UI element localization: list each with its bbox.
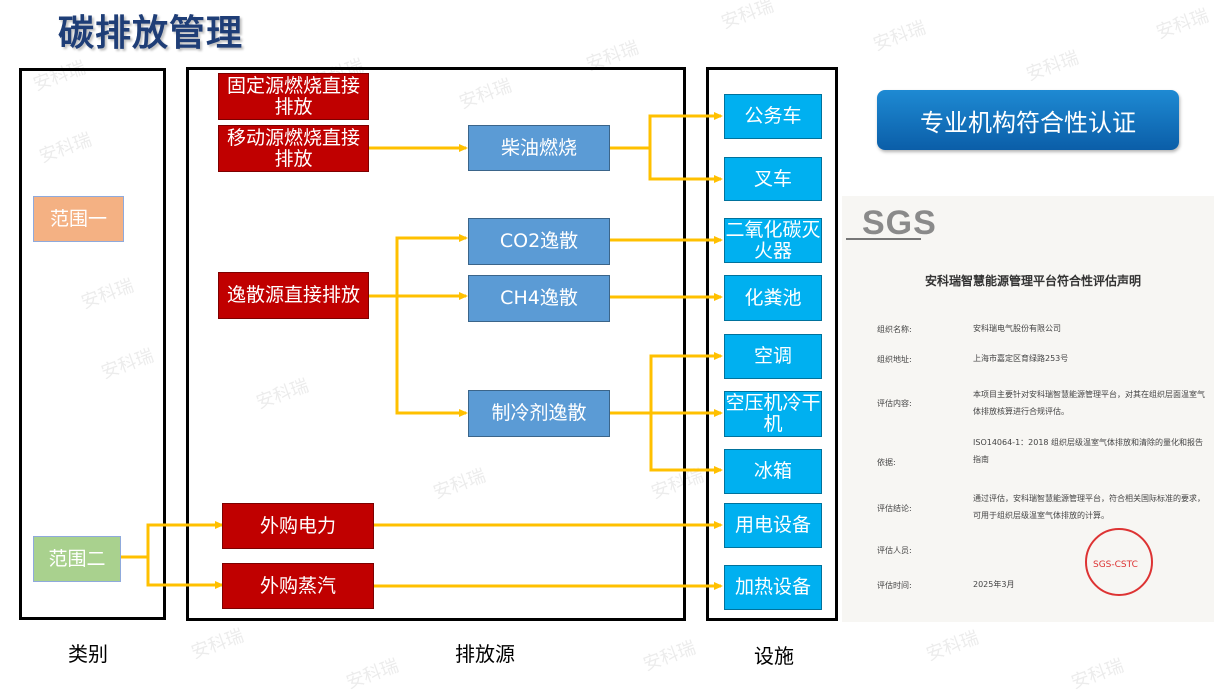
doc-label-address: 组织地址: <box>877 355 912 364</box>
doc-label-content: 评估内容: <box>877 399 912 408</box>
doc-value-conclusion: 通过评估，安科瑞智慧能源管理平台，符合相关国际标准的要求，可用于组织层级温室气体… <box>973 494 1205 520</box>
sgs-logo: SGS <box>862 204 937 242</box>
certification-banner: 专业机构符合性认证 <box>877 90 1179 150</box>
doc-label-conclusion: 评估结论: <box>877 504 912 513</box>
page-title: 碳排放管理 <box>58 13 244 54</box>
category-column-frame <box>19 68 166 620</box>
doc-value-address: 上海市嘉定区育绿路253号 <box>973 354 1069 363</box>
facility-official-car: 公务车 <box>724 94 822 139</box>
source-column-label: 排放源 <box>455 642 515 666</box>
doc-label-basis: 依据: <box>877 458 896 467</box>
logo-underline <box>846 238 921 240</box>
facility-co2-extinguisher: 二氧化碳灭火器 <box>724 218 822 263</box>
source-column-frame <box>186 67 686 621</box>
arrow-scope2-to-power <box>121 521 224 559</box>
facility-electrical-equipment: 用电设备 <box>724 503 822 548</box>
scope2-box: 范围二 <box>33 536 121 582</box>
doc-label-org: 组织名称: <box>877 325 912 334</box>
doc-value-org: 安科瑞电气股份有限公司 <box>973 324 1061 333</box>
certification-document <box>842 196 1214 622</box>
doc-value-content: 本项目主要针对安科瑞智慧能源管理平台，对其在组织层面温室气体排放核算进行合规评估… <box>973 390 1205 416</box>
facility-column-frame <box>706 67 838 621</box>
seal-text: SGS-CSTC <box>1093 560 1138 570</box>
facility-air-compressor-dryer: 空压机冷干机 <box>724 391 822 437</box>
refrigerant-fugitive-box: 制冷剂逸散 <box>468 390 610 437</box>
diesel-combustion-box: 柴油燃烧 <box>468 125 610 171</box>
co2-fugitive-box: CO2逸散 <box>468 218 610 265</box>
ch4-fugitive-box: CH4逸散 <box>468 275 610 322</box>
facility-refrigerator: 冰箱 <box>724 449 822 494</box>
arrow-fugitive-to-co2 <box>395 234 468 296</box>
arrow-fugitive-to-refrigerant <box>395 296 468 417</box>
facility-heating-equipment: 加热设备 <box>724 565 822 610</box>
doc-value-date: 2025年3月 <box>973 580 1015 589</box>
fugitive-emission-box: 逸散源直接排放 <box>218 272 369 319</box>
arrow-refrigerant-to-ac <box>649 352 723 413</box>
arrow-diesel-to-forklift <box>648 148 723 183</box>
arrow-scope2-to-steam <box>146 557 224 589</box>
facility-column-label: 设施 <box>754 644 794 668</box>
arrow-diesel-to-car <box>610 112 723 150</box>
scope1-box: 范围一 <box>33 196 124 242</box>
document-title: 安科瑞智慧能源管理平台符合性评估声明 <box>925 274 1142 288</box>
category-column-label: 类别 <box>68 642 108 666</box>
doc-label-date: 评估时间: <box>877 581 912 590</box>
arrow-refrigerant-to-fridge <box>649 413 723 474</box>
flow-arrows <box>121 112 723 590</box>
facility-septic-tank: 化粪池 <box>724 275 822 321</box>
facility-forklift: 叉车 <box>724 157 822 201</box>
purchased-steam-box: 外购蒸汽 <box>222 563 374 609</box>
doc-label-assessor: 评估人员: <box>877 546 912 555</box>
facility-air-conditioner: 空调 <box>724 334 822 379</box>
doc-value-basis: ISO14064-1：2018 组织层级温室气体排放和清除的量化和报告指南 <box>973 438 1204 464</box>
purchased-power-box: 外购电力 <box>222 503 374 549</box>
official-seal <box>1085 528 1153 596</box>
stationary-combustion-box: 固定源燃烧直接排放 <box>218 73 369 120</box>
mobile-combustion-box: 移动源燃烧直接排放 <box>218 125 369 172</box>
